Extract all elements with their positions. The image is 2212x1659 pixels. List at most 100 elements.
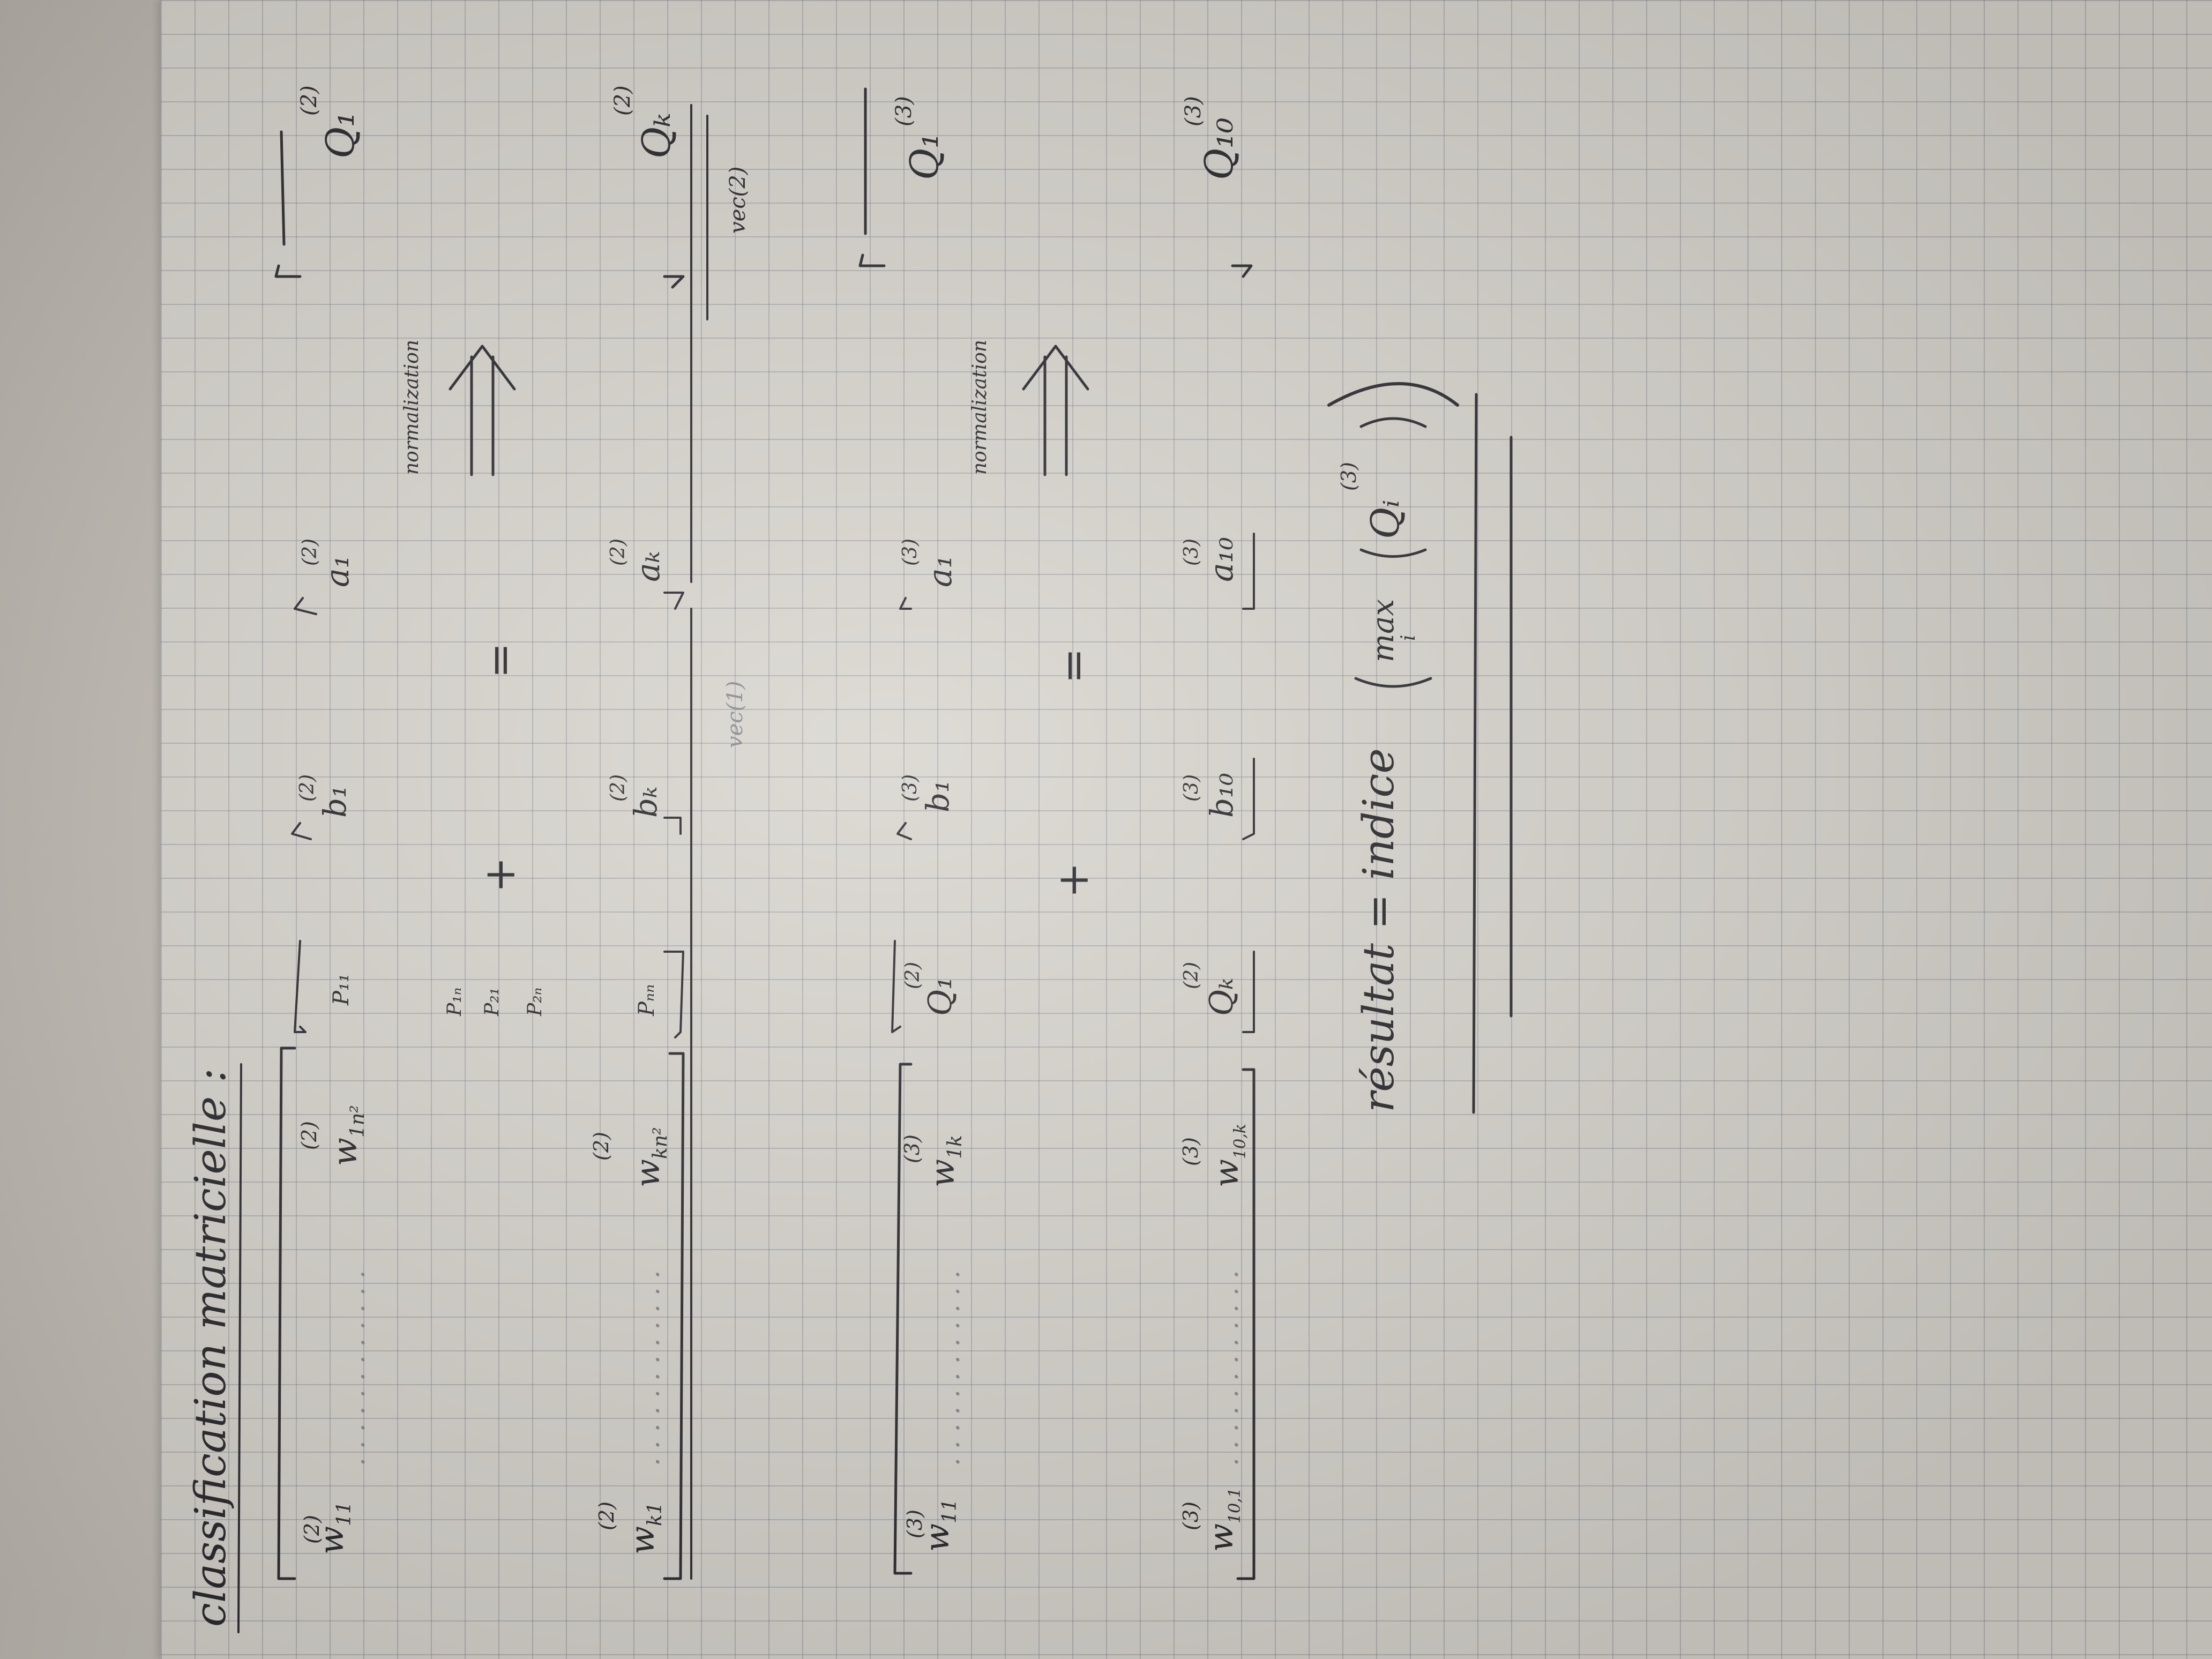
layer2-p-last: Pₙₙ — [634, 984, 659, 1017]
layer2-w-bottom-first-sup: (2) — [595, 1501, 618, 1530]
layer3-w-top-last-sup: (3) — [900, 1134, 924, 1163]
result-max: max — [1366, 599, 1401, 662]
layer3-weight-matrix-bracket-left — [893, 1063, 913, 1575]
result-q: Qᵢ — [1363, 499, 1408, 539]
layer3-normalization-label: normalization — [969, 340, 991, 475]
result-inner-right-paren — [1359, 417, 1427, 428]
result-formula: résultat = indice max i Qᵢ (3) — [1327, 382, 1513, 1114]
layer3-equation: w11 (3) w1k (3) . . . . . . . . . . . . … — [858, 87, 1256, 1580]
layer2-w-top-ellipsis: . . . . . . . . . . . . — [340, 1270, 371, 1466]
layer2-w-top-last-sup: (2) — [297, 1121, 321, 1150]
layer3-q-input-bracket-right — [1242, 951, 1255, 1033]
layer2-b-vector-bracket-right — [663, 817, 682, 835]
layer2-w-bottom-last: wkn² — [628, 1127, 671, 1187]
layer2-w-bottom-first: wk1 — [623, 1502, 666, 1555]
layer2-a-first-sup: (2) — [299, 539, 321, 566]
layer2-normalization-label: normalization — [401, 340, 423, 475]
layer3-b-first-sup: (3) — [899, 774, 921, 802]
layer3-q-input-last: Qₖ — [1203, 978, 1240, 1016]
layer3-q-first: Q₁ — [902, 133, 947, 180]
layer3-equals-sign: = — [1048, 648, 1098, 684]
result-q-sup: (3) — [1337, 462, 1361, 491]
result-lhs: résultat = indice — [1354, 748, 1403, 1112]
layer3-b-last-sup: (3) — [1180, 774, 1202, 802]
result-inner-left-paren — [1359, 548, 1427, 558]
layer3-w-top-last: w1k — [923, 1135, 966, 1187]
layer3-q-vector-bracket-right — [1231, 264, 1253, 278]
layer2-a-vector-bracket-left — [294, 597, 317, 615]
layer2-vec-label: vec(2) — [726, 167, 750, 234]
layer3-implies-arrow — [1022, 345, 1089, 476]
result-max-sub: i — [1398, 634, 1419, 641]
rotated-note-frame: classification matricielle : w11 (2) w1n… — [185, 85, 1513, 1633]
layer2-q-vector-bracket-right — [663, 275, 685, 289]
layer2-p-first: P₁₁ — [329, 974, 354, 1006]
layer3-q-input-first-sup: (2) — [902, 962, 924, 989]
layer2-p-vector-bracket-left — [294, 940, 307, 1033]
layer3-w-first-sup: (3) — [903, 1509, 926, 1538]
layer2-implies-arrow — [449, 345, 516, 476]
graph-paper-sheet — [161, 0, 2212, 1659]
layer2-w-first: w11 — [312, 1501, 355, 1555]
layer2-p-vector-bracket-right — [663, 951, 684, 1038]
title-underline — [237, 1063, 242, 1633]
layer3-q-last: Q₁₀ — [1197, 117, 1242, 180]
layer2-b-first: b₁ — [317, 786, 353, 818]
layer2-a-first: a₁ — [319, 555, 356, 587]
layer3-a-last-sup: (3) — [1180, 539, 1202, 566]
layer3-a-first-sup: (3) — [899, 539, 921, 566]
layer2-p-mid-3: P₂ₙ — [524, 988, 546, 1017]
layer2-a-last: aₖ — [630, 551, 667, 582]
layer3-a-vector-bracket-left — [899, 597, 912, 610]
layer3-weight-matrix-bracket-right — [1236, 1068, 1256, 1580]
layer3-q-input-bracket-left — [891, 940, 901, 1033]
page-title: classification matricielle : — [185, 1068, 235, 1627]
layer2-equals-sign: = — [475, 642, 525, 678]
result-right-paren — [1327, 382, 1459, 407]
layer3-w-bottom-first: w10,1 — [1201, 1488, 1244, 1552]
layer3-q-input-last-sup: (2) — [1180, 962, 1202, 989]
layer2-b-vector-bracket-left — [291, 822, 312, 840]
layer3-w-bottom-ellipsis: . . . . . . . . . . . . — [1213, 1270, 1244, 1466]
layer3-w-bottom-last: w10,k — [1207, 1124, 1250, 1187]
layer2-b-last-sup: (2) — [607, 774, 629, 802]
layer2-w-bottom-ellipsis: . . . . . . . . . . . . — [634, 1270, 666, 1466]
layer2-p-mid-1: P₁ₙ — [444, 988, 466, 1017]
layer3-a-first: a₁ — [922, 555, 959, 587]
layer2-p-mid-2: P₂₁ — [481, 988, 503, 1017]
layer3-w-first: w11 — [917, 1499, 961, 1552]
layer2-q-last-sup: (2) — [610, 85, 635, 116]
layer2-w-top-last: w1n² — [325, 1105, 369, 1166]
layer2-a-last-sup: (2) — [607, 539, 629, 566]
result-left-paren — [1354, 677, 1432, 688]
layer2-weight-matrix-bracket-right — [663, 1052, 685, 1580]
layer3-b-vector-bracket-right — [1242, 758, 1255, 840]
layer2-q-first: Q₁ — [318, 111, 363, 159]
layer3-w-bottom-first-sup: (3) — [1179, 1501, 1202, 1530]
layer2-a-vector-bracket-right — [663, 592, 684, 610]
layer2-q-vector-frame — [280, 130, 286, 246]
layer3-q-input-first: Q₁ — [922, 977, 959, 1016]
layer3-w-bottom-last-sup: (3) — [1179, 1137, 1202, 1166]
layer3-w-top-ellipsis: . . . . . . . . . . . . — [935, 1270, 966, 1466]
layer2-weight-matrix-bracket-left — [277, 1047, 296, 1580]
layer3-plus-sign: + — [1048, 862, 1098, 898]
layer2-equation: w11 (2) w1n² (2) . . . . . . . . . . . .… — [274, 85, 750, 1580]
result-underline-1 — [1472, 393, 1478, 1114]
layer3-a-vector-bracket-right — [1242, 533, 1255, 610]
layer3-q-last-sup: (3) — [1181, 96, 1206, 126]
layer2-w-bottom-last-sup: (2) — [589, 1132, 613, 1161]
layer3-b-vector-bracket-left — [896, 822, 912, 840]
layer2-faint-label: vec(1) — [723, 681, 748, 748]
layer3-q-vector-bracket-left — [858, 253, 886, 267]
layer2-q-first-sup: (2) — [297, 85, 322, 116]
layer2-q-last: Qₖ — [634, 113, 679, 159]
layer2-plus-sign: + — [475, 857, 525, 893]
layer3-q-first-sup: (3) — [892, 96, 916, 126]
layer3-b-last: b₁₀ — [1204, 773, 1240, 818]
layer2-w-first-sup: (2) — [300, 1515, 324, 1544]
layer2-b-first-sup: (2) — [296, 774, 318, 802]
layer2-b-last: bₖ — [627, 787, 664, 818]
